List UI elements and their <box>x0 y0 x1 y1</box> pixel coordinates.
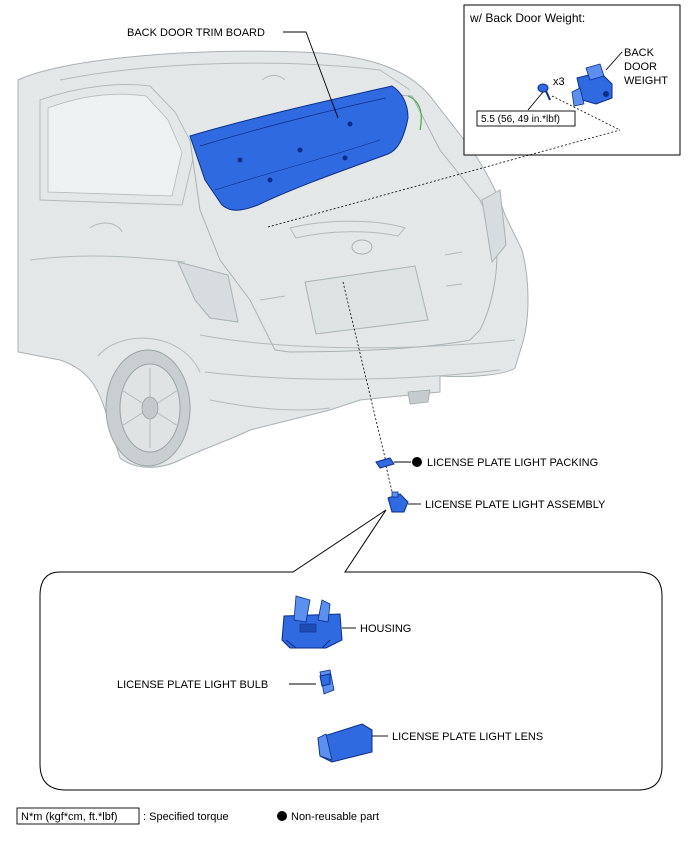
housing-label: HOUSING <box>360 623 411 635</box>
legend-torque-unit: N*m (kgf*cm, ft.*lbf) <box>21 811 118 823</box>
inset-frame <box>463 4 681 156</box>
bolt-quantity: x3 <box>553 76 565 88</box>
legend: N*m (kgf*cm, ft.*lbf) : Specified torque… <box>16 807 379 825</box>
bulb-part <box>319 669 335 695</box>
lens-label: LICENSE PLATE LIGHT LENS <box>392 731 543 743</box>
weight-label-line1: BACK <box>624 47 655 59</box>
back-door-weight-part <box>571 63 613 107</box>
weight-label-line2: DOOR <box>624 61 657 73</box>
legend-torque-box <box>16 807 140 825</box>
legend-nonreusable-text: Non-reusable part <box>291 811 379 823</box>
bulb-label: LICENSE PLATE LIGHT BULB <box>117 679 268 691</box>
detail-callout <box>39 509 663 791</box>
vehicle-illustration <box>17 50 529 468</box>
weight-label-line3: WEIGHT <box>624 75 668 87</box>
legend-nonreusable-icon <box>277 811 287 821</box>
housing-part <box>281 595 343 649</box>
torque-leader <box>527 91 544 111</box>
torque-value: 5.5 (56, 49 in.*lbf) <box>481 114 560 125</box>
torque-box <box>476 110 576 127</box>
back-door-trim-board-part <box>189 85 409 211</box>
trim-board-label: BACK DOOR TRIM BOARD <box>127 27 265 39</box>
inset-link-dashed <box>267 129 621 228</box>
assembly-label: LICENSE PLATE LIGHT ASSEMBLY <box>425 499 606 511</box>
weight-leader <box>605 51 623 71</box>
trim-board-leader <box>283 31 339 119</box>
back-door-weight-inset: w/ Back Door Weight: BACK DOOR WEIGHT x3… <box>463 4 681 156</box>
inset-title: w/ Back Door Weight: <box>469 11 585 25</box>
inset-dashed-guide <box>551 95 621 131</box>
lens-part <box>317 723 373 763</box>
packing-label: LICENSE PLATE LIGHT PACKING <box>427 457 598 469</box>
packing-part <box>375 457 395 469</box>
legend-torque-desc: : Specified torque <box>143 811 229 823</box>
assembly-part <box>387 491 409 513</box>
weatherstrip-line <box>407 95 422 131</box>
non-reusable-marker <box>412 457 422 467</box>
packing-dashed-guide <box>342 281 387 463</box>
